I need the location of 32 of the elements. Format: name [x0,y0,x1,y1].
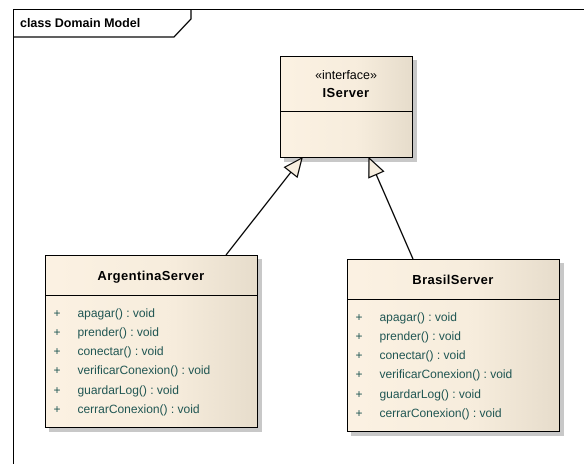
method-signature: verificarConexion() : void [78,362,210,380]
frame-title: class Domain Model [20,16,140,30]
method-signature: cerrarConexion() : void [78,400,200,418]
method-signature: verificarConexion() : void [380,366,512,384]
visibility-marker: + [356,404,363,422]
visibility-marker: + [54,343,61,360]
method-signature: prender() : void [78,324,159,341]
method-signature: conectar() : void [78,343,164,360]
method-signature: cerrarConexion() : void [380,404,502,422]
class-name: BrasilServer [412,270,494,288]
stereotype-label: «interface» [315,66,377,84]
class-name: IServer [322,84,370,100]
generalization-arrow [368,157,414,260]
generalization-arrow [225,157,303,256]
visibility-marker: + [356,347,363,364]
class-name: ArgentinaServer [97,266,205,284]
diagram-frame [13,9,584,464]
method-signature: conectar() : void [380,347,466,364]
method-signature: apagar() : void [78,304,155,322]
visibility-marker: + [356,386,363,403]
visibility-marker: + [54,400,61,418]
method-signature: apagar() : void [380,308,457,326]
visibility-marker: + [356,328,363,345]
method-signature: prender() : void [380,328,461,345]
visibility-marker: + [356,366,363,384]
visibility-marker: + [356,308,363,326]
method-signature: guardarLog() : void [380,386,481,403]
visibility-marker: + [54,324,61,341]
visibility-marker: + [54,382,61,399]
method-signature: guardarLog() : void [78,382,179,399]
visibility-marker: + [54,304,61,322]
visibility-marker: + [54,362,61,380]
